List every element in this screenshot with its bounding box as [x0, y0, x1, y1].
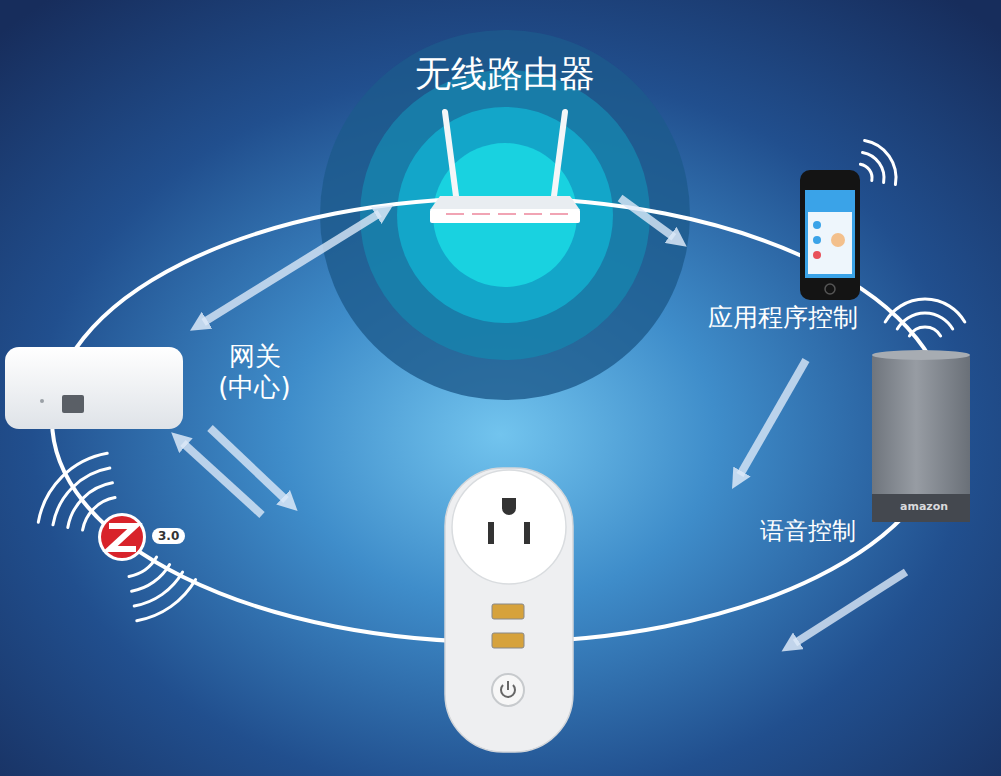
vent	[446, 213, 464, 215]
vent	[550, 213, 568, 215]
node-label: 无线路由器	[400, 52, 610, 95]
app-avatar	[831, 233, 845, 247]
phone-panel	[808, 212, 852, 274]
phone-body	[800, 170, 860, 300]
ring	[52, 198, 948, 642]
voice-control-node: 语音控制	[760, 345, 975, 555]
slot	[488, 522, 494, 544]
led	[40, 399, 44, 403]
wave	[909, 327, 940, 336]
logo-disc	[101, 516, 143, 558]
flow-arrow	[740, 360, 806, 475]
logo-z	[109, 526, 136, 549]
antenna	[445, 112, 456, 196]
gateway-body	[5, 347, 183, 429]
node-label: 应用程序控制	[700, 303, 865, 333]
zigbee-logo	[98, 513, 146, 561]
app-dot	[813, 221, 821, 229]
plug-body	[445, 468, 573, 752]
wave	[38, 453, 107, 522]
wave	[132, 565, 170, 592]
vent	[524, 213, 542, 215]
power-symbol	[507, 681, 509, 690]
antenna	[554, 112, 565, 196]
usb-port	[492, 633, 524, 648]
router-icon	[430, 112, 580, 223]
gateway-node: 网关 (中心)	[2, 335, 304, 435]
vent	[472, 213, 490, 215]
slot	[524, 522, 530, 544]
phone-waves	[860, 141, 896, 185]
glow-ring	[397, 107, 613, 323]
brand-mark: amazon	[900, 500, 948, 513]
ethernet-port	[62, 395, 84, 413]
gateway-icon	[5, 347, 183, 429]
app-control-node: 应用程序控制	[690, 160, 875, 338]
wave	[129, 557, 157, 576]
power-button	[492, 674, 524, 706]
socket-face	[452, 470, 566, 584]
node-label: 网关 (中心)	[207, 341, 302, 403]
router-front	[430, 209, 580, 223]
app-dot	[813, 236, 821, 244]
phone-screen	[805, 190, 855, 278]
glow-ring	[360, 70, 650, 360]
flow-arrow	[183, 443, 262, 515]
speaker-band	[872, 494, 970, 522]
app-dot	[813, 251, 821, 259]
wave	[137, 580, 196, 621]
zigbee-waves	[38, 453, 195, 620]
router-vents	[446, 213, 568, 215]
speaker-waves	[885, 299, 965, 336]
version-badge: 3.0	[152, 528, 185, 544]
router-node: 无线路由器	[400, 52, 612, 227]
speaker-top	[872, 350, 970, 360]
wave	[885, 299, 965, 322]
flow-arrow	[795, 572, 906, 643]
router-top	[430, 196, 580, 210]
smart-plug	[445, 468, 573, 752]
node-label: 语音控制	[760, 517, 860, 546]
flow-arrow	[620, 198, 674, 237]
phone-icon	[800, 170, 860, 300]
wave	[897, 313, 952, 329]
wave	[863, 152, 884, 182]
speaker-icon	[872, 350, 970, 522]
wave	[134, 572, 182, 606]
flow-arrow	[210, 428, 286, 500]
flow-arrow	[204, 213, 380, 322]
usb-port	[492, 604, 524, 619]
logo-rim	[98, 513, 146, 561]
wave	[860, 164, 872, 180]
speaker-body	[872, 354, 970, 522]
ground-hole	[502, 498, 516, 515]
vent	[498, 213, 516, 215]
home-button	[825, 284, 835, 294]
wave	[865, 141, 896, 185]
